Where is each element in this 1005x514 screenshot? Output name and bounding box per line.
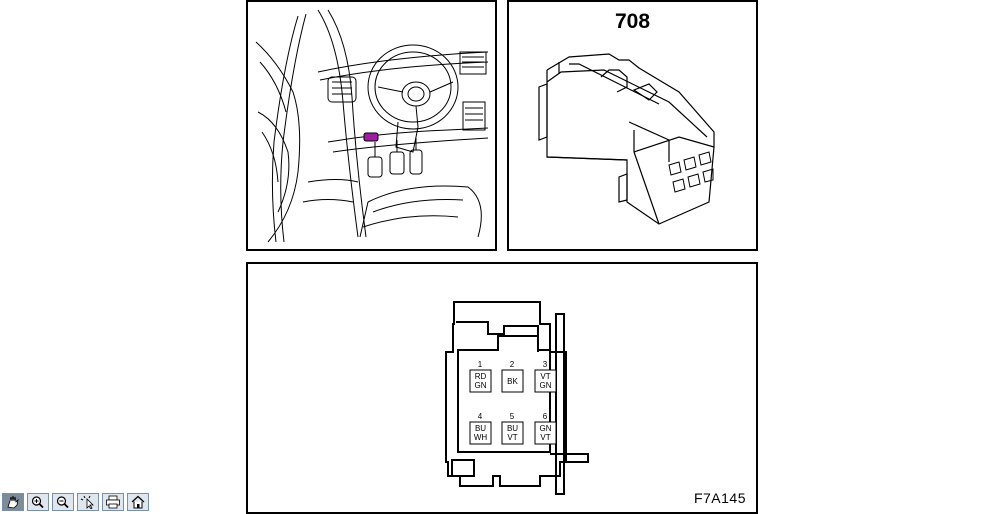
zoom-out-button[interactable] — [52, 493, 74, 511]
print-icon — [106, 495, 120, 509]
figure-code: F7A145 — [693, 490, 746, 506]
wire-color-code: BU — [507, 424, 518, 433]
home-button[interactable] — [127, 493, 149, 511]
pin-box — [501, 369, 524, 393]
pan-hand-icon — [7, 495, 19, 509]
wire-color-code: GN — [475, 381, 487, 390]
wire-color-code: BK — [507, 377, 518, 386]
zoom-in-button[interactable] — [27, 493, 49, 511]
connector-3d-drawing — [538, 53, 715, 225]
zoom-out-icon — [56, 496, 69, 509]
pin-number: 2 — [510, 360, 515, 369]
location-view-panel — [246, 0, 497, 251]
wire-color-code: VT — [540, 372, 550, 381]
wire-color-code: VT — [540, 433, 550, 442]
pin-2: 2BK — [501, 360, 524, 393]
wire-color-code: RD — [475, 372, 487, 381]
pin-number: 6 — [543, 412, 548, 421]
viewer-toolbar — [2, 493, 149, 511]
wire-color-code: GN — [540, 381, 552, 390]
connector-id: 708 — [614, 10, 651, 33]
select-cursor-icon — [80, 495, 94, 509]
pin-number: 4 — [478, 412, 483, 421]
pin-number: 3 — [543, 360, 548, 369]
zoom-in-icon — [31, 496, 44, 509]
wire-color-code: WH — [474, 433, 488, 442]
pin-box — [534, 421, 557, 445]
wire-color-code: BU — [475, 424, 486, 433]
pin-number: 1 — [478, 360, 483, 369]
pin-box — [469, 369, 492, 393]
pin-box — [534, 369, 557, 393]
pin-box — [469, 421, 492, 445]
print-button[interactable] — [102, 493, 124, 511]
connector-view-panel: 708 — [507, 0, 758, 251]
wire-color-code: VT — [507, 433, 517, 442]
wire-color-code: GN — [540, 424, 552, 433]
connector-location-marker — [363, 132, 379, 142]
home-icon — [131, 495, 145, 509]
select-tool-button[interactable] — [77, 493, 99, 511]
pan-tool-button[interactable] — [2, 493, 24, 511]
vehicle-interior-drawing — [255, 9, 489, 243]
pin-box — [501, 421, 524, 445]
pin-number: 5 — [510, 412, 515, 421]
